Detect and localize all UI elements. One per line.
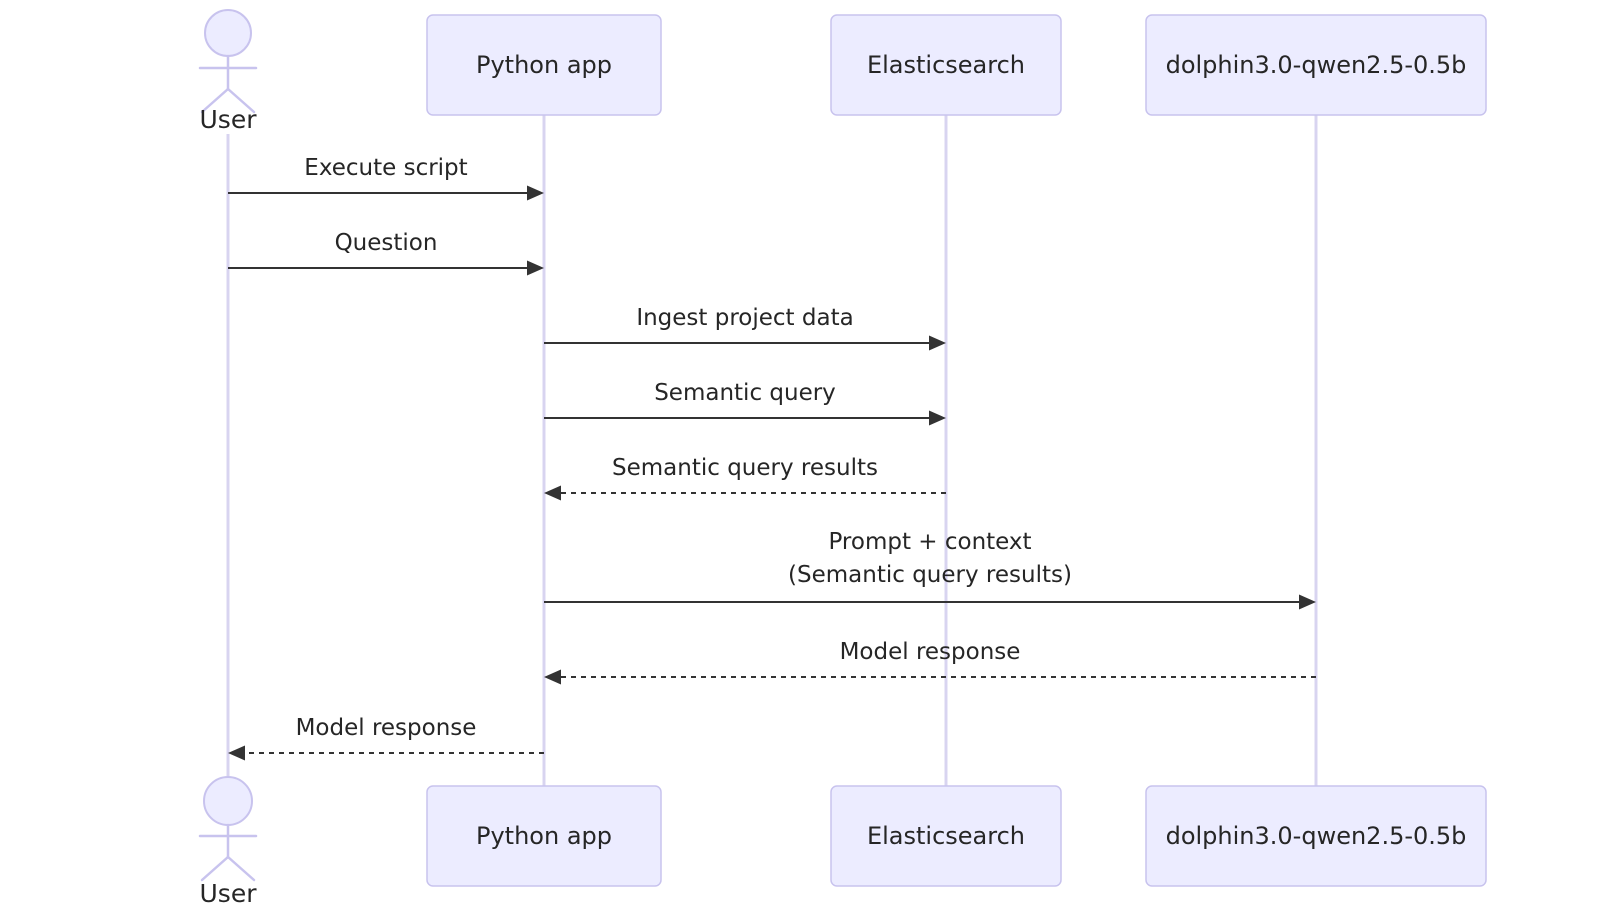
arrowhead-right-icon (1299, 594, 1316, 610)
actor-leg-right (226, 87, 256, 114)
actor-head-icon (203, 776, 253, 826)
message-model-response-to-user: Model response (228, 715, 544, 761)
message-semantic-query: Semantic query (544, 380, 946, 426)
participant-label: Python app (476, 822, 612, 850)
actor-user-bottom: User (198, 776, 258, 906)
message-prompt-context: Prompt + context (Semantic query results… (544, 529, 1316, 610)
message-semantic-query-results: Semantic query results (544, 455, 946, 501)
participant-python-app-bottom: Python app (426, 785, 662, 887)
actor-leg-right (226, 855, 256, 882)
message-label: Ingest project data (636, 305, 853, 331)
message-label: Model response (840, 639, 1021, 665)
participant-box (830, 785, 1062, 887)
message-label: Question (335, 230, 438, 256)
arrowhead-left-icon (544, 669, 561, 685)
participant-dolphin-model-top: dolphin3.0-qwen2.5-0.5b (1145, 14, 1487, 116)
actor-leg-left (200, 87, 230, 114)
arrowhead-right-icon (929, 410, 946, 426)
actor-leg-left (200, 855, 230, 882)
participant-label: Python app (476, 51, 612, 79)
message-label: Model response (296, 715, 477, 741)
participant-box (426, 14, 662, 116)
arrowhead-right-icon (527, 185, 544, 201)
participant-elasticsearch-top: Elasticsearch (830, 14, 1062, 116)
actor-label: User (200, 105, 258, 134)
message-ingest-project-data: Ingest project data (544, 305, 946, 351)
arrowhead-right-icon (527, 260, 544, 276)
message-label: Prompt + context (828, 529, 1031, 555)
message-label: Semantic query (654, 380, 836, 406)
participant-dolphin-model-bottom: dolphin3.0-qwen2.5-0.5b (1145, 785, 1487, 887)
message-label: Execute script (304, 155, 467, 181)
arrowhead-right-icon (929, 335, 946, 351)
participant-label: dolphin3.0-qwen2.5-0.5b (1166, 822, 1467, 850)
participant-label: Elasticsearch (867, 822, 1025, 850)
message-model-response-to-app: Model response (544, 639, 1316, 685)
participant-label: dolphin3.0-qwen2.5-0.5b (1166, 51, 1467, 79)
actor-head-icon (204, 9, 252, 57)
participant-box (1145, 785, 1487, 887)
message-label: Semantic query results (612, 455, 878, 481)
message-label-line2: (Semantic query results) (788, 562, 1072, 588)
actor-label: User (200, 879, 258, 906)
arrowhead-left-icon (228, 745, 245, 761)
actor-user-top: User (198, 9, 258, 134)
participant-box (1145, 14, 1487, 116)
participant-label: Elasticsearch (867, 51, 1025, 79)
message-question: Question (228, 230, 544, 276)
participant-elasticsearch-bottom: Elasticsearch (830, 785, 1062, 887)
participant-box (426, 785, 662, 887)
participant-python-app-top: Python app (426, 14, 662, 116)
message-execute-script: Execute script (228, 155, 544, 201)
arrowhead-left-icon (544, 485, 561, 501)
participant-box (830, 14, 1062, 116)
